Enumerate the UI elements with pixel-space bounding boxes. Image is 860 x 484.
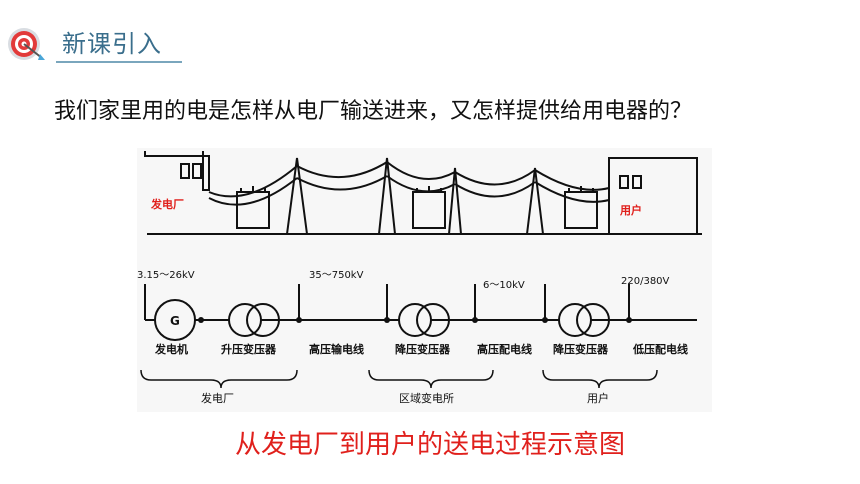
chain-label: 高压配电线 [477,342,532,356]
chain-label: 降压变压器 [395,342,451,356]
chain-label: 高压输电线 [309,342,364,356]
chain-label: 发电机 [154,342,188,356]
chain-label: 低压配电线 [632,342,688,356]
group-label: 用户 [587,391,609,405]
target-icon [6,24,46,64]
power-transmission-diagram: 发电厂 用户 3.15～26kV 35～750kV 6～10kV 220/380… [137,148,712,412]
lead-question: 我们家里用的电是怎样从电厂输送进来，又怎样提供给用电器的？ [54,99,693,124]
junction-dots [198,317,632,323]
group-label: 区域变电所 [399,391,454,405]
user-scene-label: 用户 [620,203,642,217]
section-title: 新课引入 [62,30,162,58]
voltage-label: 6～10kV [483,280,525,291]
generator-symbol: G [170,314,180,328]
title-underline [56,61,182,63]
voltage-label: 35～750kV [309,270,364,281]
transmission-chain [144,284,697,341]
diagram-caption: 从发电厂到用户的送电过程示意图 [234,430,625,460]
scene-illustration [144,151,702,235]
group-label: 发电厂 [201,391,234,405]
chain-label: 升压变压器 [221,342,277,356]
group-braces [140,369,658,389]
voltage-label: 220/380V [621,276,670,287]
voltage-label: 3.15～26kV [137,270,195,281]
power-plant-label: 发电厂 [150,197,184,211]
chain-label: 降压变压器 [553,342,609,356]
